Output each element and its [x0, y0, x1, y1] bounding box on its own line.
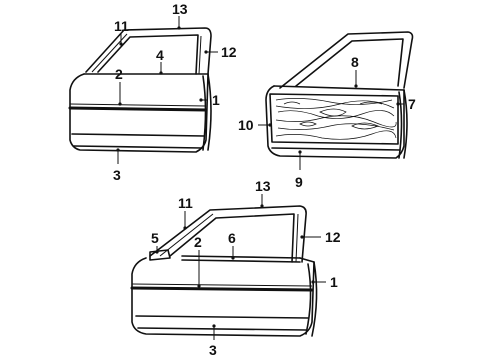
callout-11: 11: [114, 18, 129, 34]
window-frame-13-bottom: [149, 205, 307, 263]
door-assembly-upper-left: [68, 27, 212, 153]
callout-12: 12: [221, 44, 237, 60]
door-edge-1-bottom: [305, 261, 318, 337]
door-panel-upper-left: [69, 73, 209, 153]
callout-11-bottom: 11: [178, 195, 193, 211]
callout-8: 8: [351, 54, 359, 70]
callout-1-bottom: 1: [330, 274, 338, 290]
callout-3-bottom: 3: [209, 342, 217, 358]
door-edge-1: [202, 73, 212, 151]
callout-7: 7: [408, 96, 416, 112]
belt-weatherstrip-6: [181, 255, 301, 263]
callout-5: 5: [151, 230, 159, 246]
door-assembly-right: [265, 31, 414, 159]
callout-10: 10: [238, 117, 254, 133]
molding-edge: [69, 103, 207, 107]
door-assembly-bottom: [130, 205, 318, 337]
body-molding-2-bottom: [130, 286, 314, 292]
woodgrain-texture: [275, 98, 397, 140]
callout-labels: 13 11 12 4 2 1 3 8 7 10 9 13 11 12 5 6 2…: [113, 1, 416, 358]
vent-strip-11-bottom: [159, 213, 214, 257]
run-channel-12: [198, 35, 202, 75]
window-frame-inner-bottom: [169, 213, 295, 263]
window-frame-13: [85, 27, 212, 75]
belt-molding-8: [273, 85, 405, 91]
body-molding-2: [68, 106, 208, 112]
leader-lines: [116, 16, 404, 340]
lower-trim-3-bottom: [135, 315, 309, 331]
callout-2: 2: [115, 66, 123, 82]
door-edge-7: [398, 89, 408, 159]
mirror-patch-5: [149, 249, 171, 261]
door-panel-bottom: [131, 257, 315, 337]
callout-6: 6: [228, 230, 236, 246]
callout-12-bottom: 12: [325, 229, 341, 245]
lower-trim-9: [271, 147, 401, 151]
callout-13: 13: [172, 1, 188, 17]
window-frame-right: [279, 31, 414, 89]
callout-2-bottom: 2: [194, 234, 202, 250]
door-panel-right: [265, 85, 405, 159]
callout-13-bottom: 13: [255, 178, 271, 194]
callout-1: 1: [212, 92, 220, 108]
callout-3: 3: [113, 167, 121, 183]
window-frame-right-inner: [295, 38, 404, 87]
woodgrain-panel-10: [269, 93, 399, 145]
lower-trim-3: [71, 133, 205, 149]
run-channel-12-bottom: [295, 213, 299, 263]
callout-4: 4: [156, 47, 164, 63]
molding-edge-bottom: [131, 283, 313, 287]
callout-9: 9: [295, 174, 303, 190]
window-frame-inner: [97, 34, 199, 75]
